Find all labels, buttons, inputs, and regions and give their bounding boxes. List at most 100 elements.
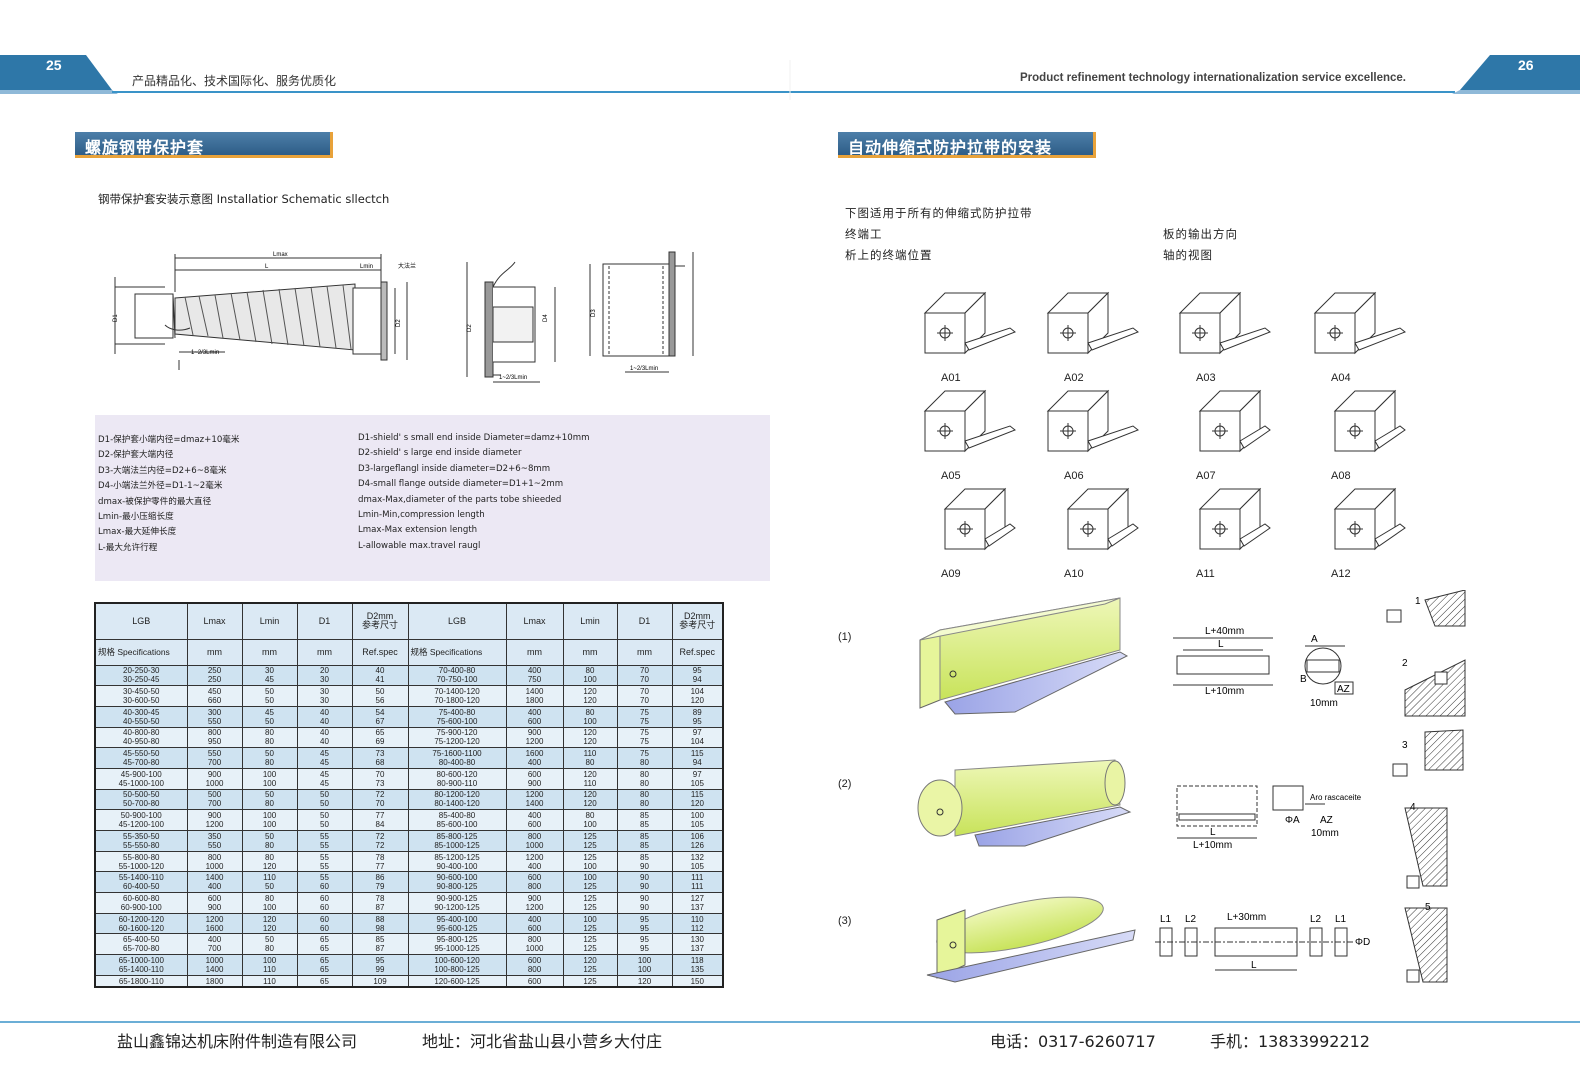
dim-phia: ΦA [1285, 815, 1300, 826]
box-diagram [1178, 291, 1271, 355]
dim-10mm-2: 10mm [1311, 828, 1339, 839]
legend-cn-line: D3-大端法兰内径=D2+6~8毫米 [98, 465, 227, 476]
legend-cn-line: D2-保护套大端内径 [98, 450, 174, 461]
unit-d2-2: Ref.spec [671, 638, 724, 666]
side-number-3: 3 [1402, 740, 1408, 751]
box-diagram [923, 291, 1016, 355]
side-details [1386, 590, 1466, 983]
intro-line-3b: 轴的视图 [1163, 248, 1213, 262]
dim-l10-2: L+10mm [1193, 840, 1232, 851]
unit-lmin: mm [241, 638, 298, 666]
col-lmax: Lmax [186, 602, 243, 640]
col-lgb-2: LGB [407, 602, 507, 640]
step1-housing [919, 597, 1129, 715]
page-number-right: 26 [1518, 57, 1534, 73]
table-cell: 65 [296, 974, 353, 988]
box-diagram [1333, 389, 1406, 453]
box-diagram [1198, 389, 1271, 453]
dim-10mm: 10mm [1310, 698, 1338, 709]
dim-l-3: L [1251, 960, 1257, 971]
dim-d2: D2 [396, 319, 402, 327]
unit-lmax-2: mm [505, 638, 564, 666]
box-label: A06 [1064, 470, 1084, 482]
col-lmax-2: Lmax [505, 602, 564, 640]
dim-d1: D1 [113, 314, 119, 322]
box-diagram [1066, 487, 1139, 551]
dim-aro: Aro rascaceite [1310, 793, 1362, 802]
legend-en-line: dmax-Max,diameter of the parts tobe shie… [358, 494, 562, 505]
dim-ratio-lmin-2: 1~2/3Lmin [499, 375, 527, 381]
dim-l2: L2 [1185, 914, 1197, 925]
slogan-en: Product refinement technology internatio… [1020, 72, 1406, 84]
step2-roller [917, 759, 1132, 847]
box-diagram [943, 487, 1016, 551]
slogan-cn: 产品精品化、技术国际化、服务优质化 [132, 74, 337, 88]
table-cell: 150 [671, 974, 724, 988]
legend-cn-line: L-最大允许行程 [98, 542, 158, 553]
box-label: A05 [941, 470, 961, 482]
col-spec-2: 规格 Specifications [407, 638, 507, 666]
box-diagram [1046, 291, 1139, 355]
dim-a: A [1311, 634, 1318, 645]
step1-dimensions [1173, 637, 1354, 695]
box-label: A02 [1064, 372, 1084, 384]
table-cell: 125 [562, 974, 618, 988]
dim-l30: L+30mm [1227, 912, 1266, 923]
col-spec: 规格 Specifications [94, 638, 188, 666]
intro-line-3a: 析上的终端位置 [845, 248, 933, 262]
dim-ratio-lmin-3: 1~2/3Lmin [630, 366, 658, 372]
dim-l2-right: L2 [1310, 914, 1322, 925]
